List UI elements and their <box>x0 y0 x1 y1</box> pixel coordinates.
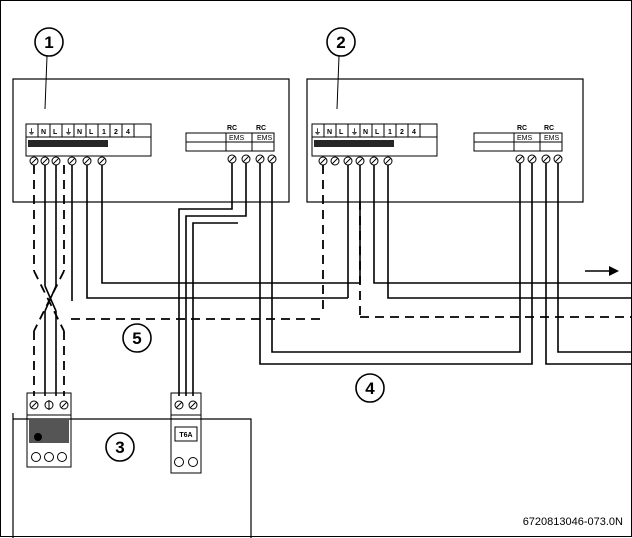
u2-n2-label: N <box>363 129 368 136</box>
appliance-housing <box>13 418 252 538</box>
u2-t1-label: 1 <box>388 129 392 136</box>
callout-3: 3 <box>105 432 135 462</box>
unit-2-bus-terminal: RC RC EMS EMS <box>473 125 563 164</box>
callout-2: 2 <box>326 27 356 110</box>
figure-code: 6720813046-073.0N <box>522 516 623 528</box>
u1-t2-label: 2 <box>114 129 118 136</box>
u2-earth-label: ⏚ <box>314 128 321 136</box>
fuse-label: T6A <box>179 432 192 439</box>
u1-n-label: N <box>41 129 46 136</box>
connector-cable <box>178 163 247 396</box>
u2-n-label: N <box>327 129 332 136</box>
u2-t4-label: 4 <box>412 129 416 136</box>
callout-5: 5 <box>122 323 152 353</box>
power-cable-unit1-to-unit2 <box>71 165 361 311</box>
u1-t4-label: 4 <box>126 129 130 136</box>
u1-ems-label-1: EMS <box>229 135 245 142</box>
u1-l2-label: L <box>89 129 94 136</box>
u1-n2-label: N <box>77 129 82 136</box>
u1-earth-label: ⏚ <box>28 128 35 136</box>
u1-t1-label: 1 <box>102 129 106 136</box>
power-cable-outgoing <box>359 165 632 317</box>
u2-ems-label-2: EMS <box>544 135 560 142</box>
fuse-connector: T6A <box>170 392 202 474</box>
callout-1: 1 <box>34 27 64 110</box>
svg-text:3: 3 <box>115 438 124 457</box>
u2-rc-label-2: RC <box>544 125 554 132</box>
u2-l-label: L <box>339 129 344 136</box>
u2-rc-label-1: RC <box>517 125 527 132</box>
u1-ems-label-2: EMS <box>257 135 273 142</box>
u2-ems-label-1: EMS <box>517 135 533 142</box>
svg-text:4: 4 <box>365 379 375 398</box>
bus-cable <box>259 163 632 365</box>
u1-rc-label-1: RC <box>227 125 237 132</box>
u2-t2-label: 2 <box>400 129 404 136</box>
svg-text:5: 5 <box>132 329 141 348</box>
svg-text:2: 2 <box>336 33 345 52</box>
continuation-arrow <box>585 266 619 276</box>
u1-earth2-label: ⏚ <box>65 128 72 136</box>
unit-1-bus-terminal: RC RC EMS EMS <box>185 125 277 164</box>
earth-conductor <box>71 316 632 320</box>
u2-earth2-label: ⏚ <box>351 128 358 136</box>
mains-cable <box>33 165 65 396</box>
power-connector <box>26 392 72 468</box>
u1-l-label: L <box>53 129 58 136</box>
u1-rc-label-2: RC <box>256 125 266 132</box>
u2-l2-label: L <box>375 129 380 136</box>
unit-2-mains-terminal: ⏚ N L ⏚ N L 1 2 4 <box>311 123 438 166</box>
callout-4: 4 <box>355 373 385 403</box>
unit-1-housing <box>12 78 290 203</box>
unit-1-mains-terminal: ⏚ N L ⏚ N L 1 2 4 <box>25 123 152 166</box>
svg-text:1: 1 <box>44 33 53 52</box>
unit-2-housing <box>306 78 584 203</box>
